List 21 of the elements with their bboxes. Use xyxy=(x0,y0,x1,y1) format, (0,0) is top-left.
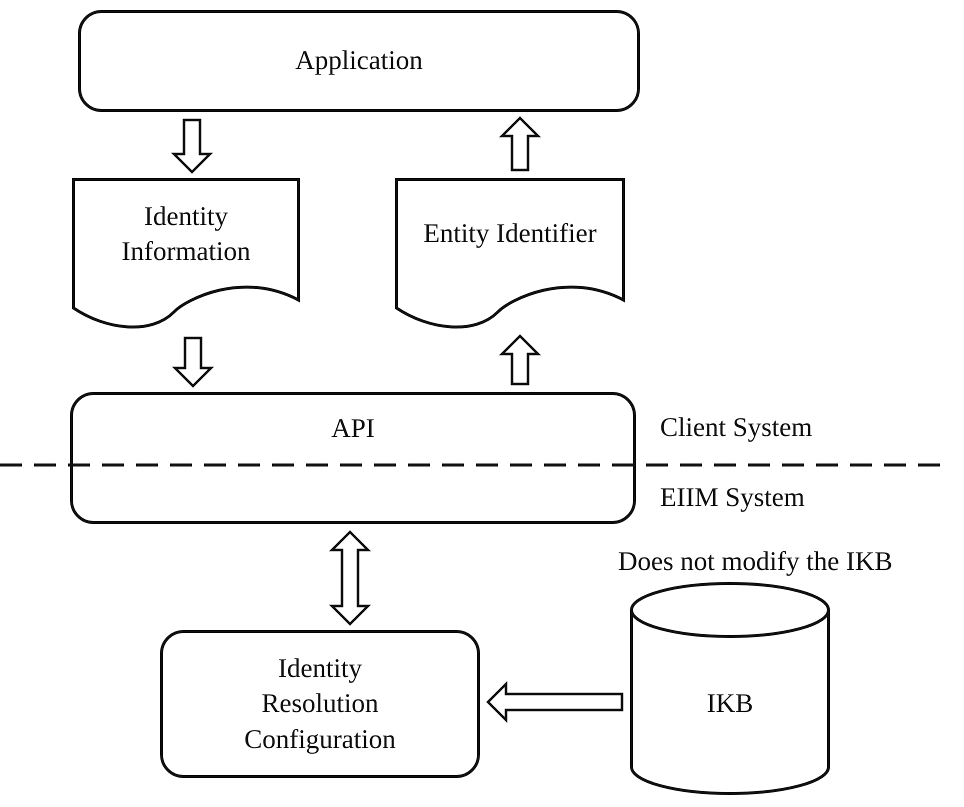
block-arrow xyxy=(170,118,214,174)
process-box xyxy=(160,630,480,778)
document-shape xyxy=(72,178,300,330)
node-note: Does not modify the IKB xyxy=(618,546,892,577)
node-label: Application xyxy=(295,44,423,78)
node-label: API xyxy=(331,412,375,446)
block-arrow xyxy=(328,530,372,626)
node-label: IKB xyxy=(706,686,754,720)
document-shape xyxy=(395,178,625,330)
region-label: EIIM System xyxy=(660,482,805,513)
region-label: Client System xyxy=(660,412,812,443)
block-arrow xyxy=(498,334,542,386)
block-arrow xyxy=(498,116,542,172)
node-label: Identity Resolution Configuration xyxy=(243,652,397,756)
database-cylinder xyxy=(630,582,830,795)
block-arrow xyxy=(486,680,624,724)
node-label: Identity Information xyxy=(120,200,252,268)
process-box xyxy=(70,392,636,524)
process-box xyxy=(78,10,640,112)
block-arrow xyxy=(172,336,214,388)
node-label: Entity Identifier xyxy=(423,217,597,250)
